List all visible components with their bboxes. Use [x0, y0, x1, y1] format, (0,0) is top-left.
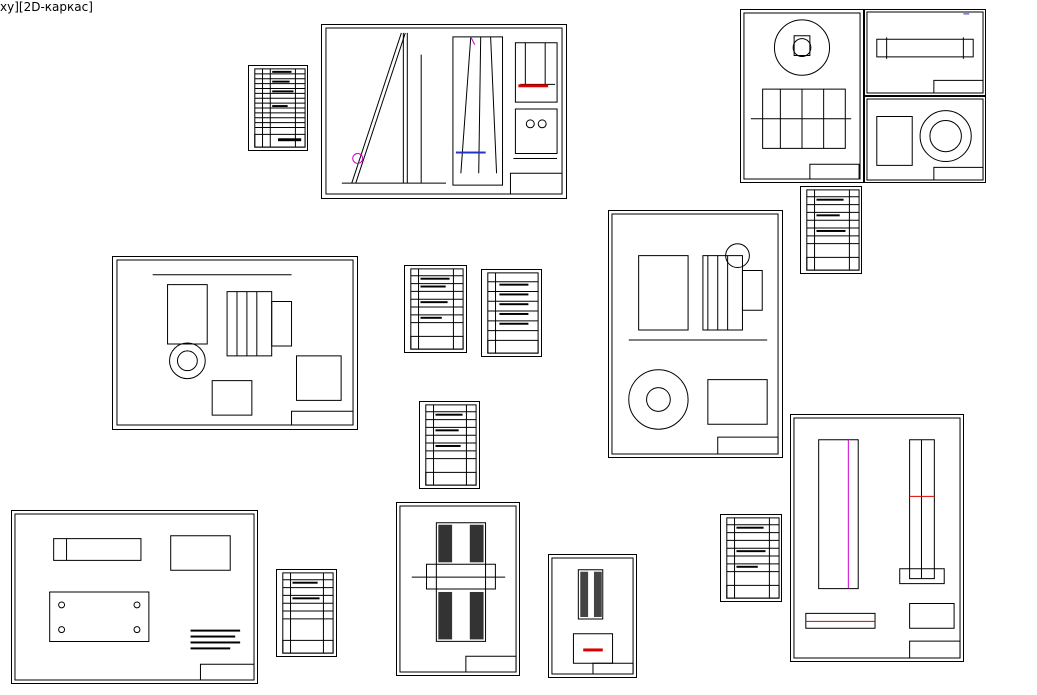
sheet-frame-drawing[interactable]	[11, 510, 258, 684]
sheet-spec-3[interactable]	[404, 265, 467, 353]
spec-table	[249, 66, 307, 150]
sheet-spec-2[interactable]	[800, 186, 862, 274]
spec-table	[721, 515, 781, 601]
column-drawing	[791, 415, 963, 661]
drum-section-drawing	[397, 503, 519, 675]
sheet-shaft-detail[interactable]	[864, 9, 986, 96]
sheet-spec-5[interactable]	[419, 401, 480, 489]
pulley-drawing	[741, 10, 863, 182]
winch-plan-drawing	[113, 257, 357, 429]
viewport-label[interactable]: xy][2D-каркас]	[0, 0, 93, 14]
sheet-pulley-drawings[interactable]	[740, 9, 864, 183]
sheet-drum-section[interactable]	[396, 502, 520, 676]
small-part-drawing	[549, 555, 636, 677]
hub-drawing	[865, 97, 985, 182]
frame-drawing	[12, 511, 257, 683]
sheet-hub-detail[interactable]	[864, 96, 986, 183]
sheet-spec-4[interactable]	[481, 269, 542, 357]
shaft-drawing	[865, 10, 985, 95]
spec-table	[277, 570, 336, 656]
spec-table	[405, 266, 466, 352]
sheet-spec-1[interactable]	[248, 65, 308, 151]
winch-general-drawing	[609, 211, 782, 457]
spec-table	[482, 270, 541, 356]
sheet-column-drawing[interactable]	[790, 414, 964, 662]
sheet-mast-assembly[interactable]	[321, 24, 567, 199]
spec-table	[420, 402, 479, 488]
sheet-spec-7[interactable]	[720, 514, 782, 602]
spec-table	[801, 187, 861, 273]
mast-drawing	[322, 25, 566, 198]
sheet-spec-6[interactable]	[276, 569, 337, 657]
sheet-small-part[interactable]	[548, 554, 637, 678]
sheet-winch-plan[interactable]	[112, 256, 358, 430]
sheet-winch-general-view[interactable]	[608, 210, 783, 458]
